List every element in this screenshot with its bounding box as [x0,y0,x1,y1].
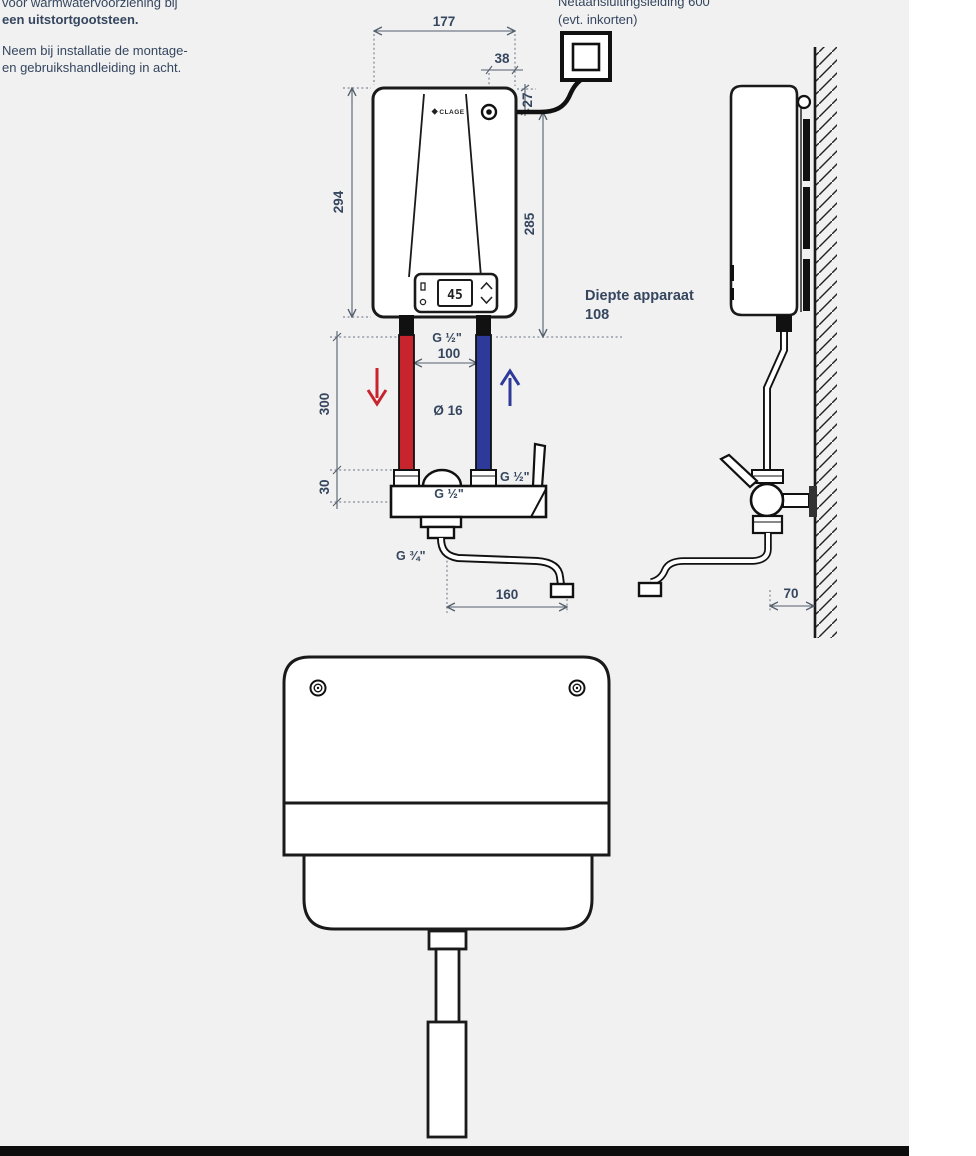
side-view: 70 [637,47,837,638]
screw-icon [568,679,586,697]
cold-water-pipe [475,334,492,472]
note-line-clipped: voor warmwatervoorziening bij [2,0,178,10]
hot-water-pipe [398,334,415,472]
note-para-line1: Neem bij installatie de montage- [2,43,188,58]
fitting-valve-center-label: G ½" [434,487,464,501]
dim-wall-dist-label: 70 [783,586,798,601]
fitting-drain-label: G ¾" [396,549,426,563]
side-spout [650,533,772,586]
inlet-stub [476,315,491,335]
display-value: 45 [447,288,463,303]
dim-pipe-length-label: 300 [317,393,332,416]
side-spout-end-cap [637,581,663,598]
dim-width-label: 177 [433,14,456,29]
reference-lines [330,34,622,613]
depth-note: Diepte apparaat 108 [585,287,694,325]
side-outlet-stub [776,315,792,332]
faucet-body [389,484,548,519]
dim-offset-label: 30 [317,479,332,494]
mounting-hook [796,94,812,110]
pipe-diameter-label: Ø 16 [433,403,463,418]
arrow-up-icon [480,281,493,290]
brand-logo: CLAGE [439,109,464,116]
page-right-margin [909,0,976,1156]
spout-end-cap [549,582,575,599]
note-para-line2: en gebruikshandleiding in acht. [2,60,182,75]
fitting-top-label: G ½" [432,331,462,345]
cold-flow-arrow-icon [499,368,521,406]
sink-view [282,655,611,1139]
sink-body [282,655,611,857]
info-icon [420,282,426,291]
dim-cable-x-label: 38 [494,51,510,66]
drain-pipe [426,929,468,1139]
cable-note: Netaansluitingsleiding 600 (evt. inkorte… [558,0,710,29]
fitting-valve-right-label: G ½" [500,470,530,484]
heater-side [729,84,812,332]
sink-basin [302,855,594,931]
side-valve-body [749,482,785,518]
installation-note: voor warmwatervoorziening bij een uitsto… [2,0,188,76]
dim-cable-y-label: 27 [520,92,535,107]
flow-arrows [366,368,521,407]
brand-diamond-icon [431,108,438,115]
mains-cable [494,76,585,115]
drop-icon [419,298,427,306]
dim-pipe-gap-label: 100 [438,346,461,361]
temperature-display: 45 [413,272,499,314]
depth-value: 108 [585,307,610,323]
side-piping [637,332,817,598]
hot-flow-arrow-icon [366,368,388,407]
cable-entry-center [486,109,492,115]
wall-flange [809,486,817,517]
power-socket-icon [560,31,612,82]
wall-connector [782,493,810,508]
cable-note-line2: (evt. inkorten) [558,12,638,27]
arrow-down-icon [480,296,493,305]
cable-note-line1: Netaansluitingsleiding 600 [558,0,710,9]
faucet-lever [531,442,547,489]
note-line-bold: een uitstortgootsteen. [2,12,139,27]
wall-hatching [816,47,837,638]
front-view: CLAGE 45 [317,14,622,613]
screw-icon [309,679,327,697]
outlet-stub [399,315,414,335]
depth-label: Diepte apparaat [585,288,694,304]
dim-conn-height-label: 285 [522,212,537,235]
side-faucet-lever [719,453,759,489]
page-footer-bar [0,1146,909,1156]
faucet-front [389,442,575,599]
dim-height-label: 294 [331,190,346,213]
heater-front: CLAGE 45 [371,86,518,335]
dim-spout-reach-label: 160 [496,587,519,602]
